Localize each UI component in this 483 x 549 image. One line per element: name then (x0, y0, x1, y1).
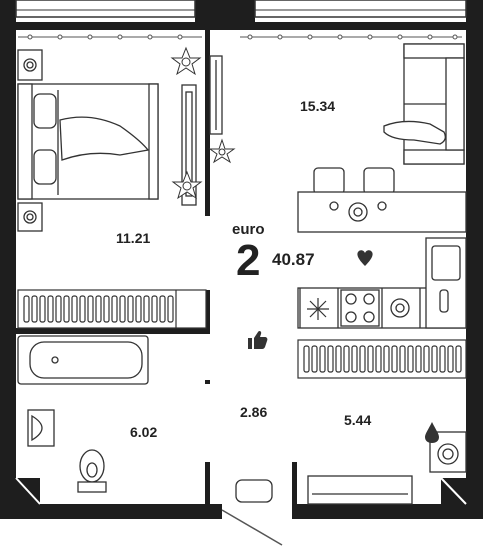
radiator-fin (95, 295, 102, 323)
radiator-fin (79, 295, 86, 323)
wall-bath-top (16, 328, 210, 334)
radiator-fin (375, 345, 382, 373)
wall-kitchen-left (292, 462, 297, 504)
radiator-fin (47, 295, 54, 323)
living-furniture (209, 43, 465, 165)
pillow-1 (33, 93, 57, 129)
wall-top-left-band (0, 22, 207, 30)
radiator-fin (135, 295, 142, 323)
heart-icon (357, 250, 373, 266)
radiator-fin (71, 295, 78, 323)
radiator-fin (327, 345, 334, 373)
radiator-fin (367, 345, 374, 373)
radiator-fin (319, 345, 326, 373)
radiator-fin (119, 295, 126, 323)
radiator-fin (343, 345, 350, 373)
radiator-fin (159, 295, 166, 323)
bed-footboard (148, 83, 159, 200)
room-area-bathroom: 6.02 (130, 424, 158, 440)
total-area: 40.87 (272, 250, 315, 269)
radiator-fin (399, 345, 406, 373)
radiator-fin (39, 295, 46, 323)
wall-top-right-band (250, 22, 483, 30)
radiator-fin (407, 345, 414, 373)
radiator-fin (391, 345, 398, 373)
sofa-arm-bottom (403, 149, 465, 165)
wall-bottom-left (0, 504, 222, 519)
radiator-fin (143, 295, 150, 323)
room-area-living-room: 15.34 (300, 98, 336, 114)
counter (297, 191, 467, 233)
radiator-fin (127, 295, 134, 323)
windows (15, 0, 467, 18)
radiator-fin (335, 345, 342, 373)
hall-ottoman (235, 479, 273, 503)
plant-icon (170, 46, 236, 200)
tv (185, 91, 193, 197)
pillow-2 (33, 149, 57, 185)
window-right (254, 0, 467, 18)
room-area-bedroom: 11.21 (116, 230, 151, 246)
curtain-rails (18, 34, 462, 40)
hall-bench (307, 475, 413, 505)
thumbs-up-icon (248, 330, 268, 349)
radiator-fin (23, 295, 30, 323)
room-count: 2 (236, 236, 261, 285)
kitchen-furniture (297, 237, 467, 329)
wall-left (0, 22, 16, 519)
stool-left (313, 167, 345, 195)
radiator-fin (151, 295, 158, 323)
bedroom-furniture (17, 49, 197, 232)
hallway-fixtures (235, 431, 467, 505)
room-area-hallway: 2.86 (240, 404, 268, 420)
room-area-kitchen: 5.44 (344, 412, 372, 428)
wall-top-center (195, 0, 255, 30)
radiator-fin (103, 295, 110, 323)
sofa-back (445, 57, 465, 151)
radiator-fin (431, 345, 438, 373)
wall-bath-lower (205, 462, 210, 504)
wall-center-lower (205, 290, 210, 332)
type-label: euro (232, 221, 265, 238)
radiator-fin (415, 345, 422, 373)
bed-headboard (17, 83, 33, 200)
stool-right (363, 167, 395, 195)
wall-bath-right (205, 380, 210, 384)
radiator-fin (55, 295, 62, 323)
water-drop-icon (425, 422, 439, 443)
radiator-fin (439, 345, 446, 373)
radiator-fin (359, 345, 366, 373)
radiator-fin (383, 345, 390, 373)
radiator-fin (63, 295, 70, 323)
radiator-fin (351, 345, 358, 373)
radiator-kitchen (297, 339, 467, 379)
radiator-fin (111, 295, 118, 323)
window-left (15, 0, 196, 18)
radiator-fin (31, 295, 38, 323)
radiator-fin (455, 345, 462, 373)
wall-right (466, 22, 483, 519)
wall-bottom-right (292, 504, 483, 519)
radiator-fin (423, 345, 430, 373)
bathroom-fixtures (17, 335, 149, 493)
radiator-fin (447, 345, 454, 373)
sink (431, 245, 461, 281)
dining-counter (297, 167, 467, 233)
radiator-fin (167, 295, 174, 323)
radiator-fin (303, 345, 310, 373)
walls (0, 0, 483, 519)
entrance-door (221, 509, 283, 546)
sofa-arm-top (403, 43, 465, 59)
radiator-fin (311, 345, 318, 373)
radiator-bedroom (17, 289, 207, 329)
bottle (439, 289, 449, 313)
wall-center-top (205, 30, 210, 216)
snowflake-icon (307, 298, 329, 320)
radiator-fin (87, 295, 94, 323)
